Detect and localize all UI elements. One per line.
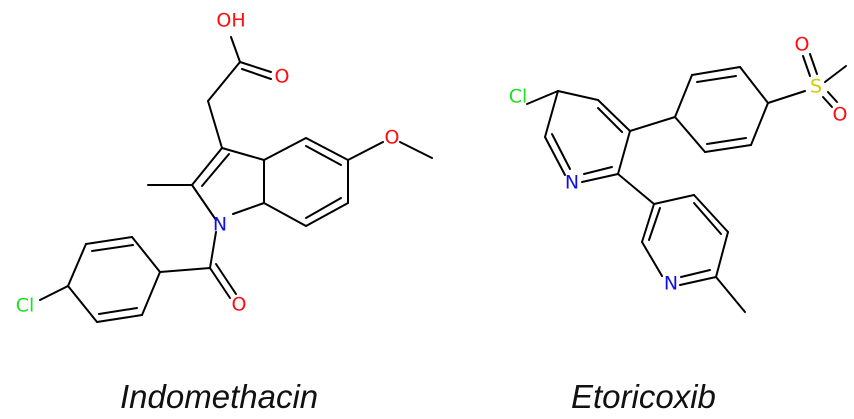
bond bbox=[653, 194, 695, 205]
etoricoxib-structure: Cl N N S O O bbox=[509, 34, 848, 313]
bond bbox=[141, 271, 161, 316]
bond bbox=[526, 90, 559, 105]
atom-label-o: O bbox=[385, 127, 400, 149]
bond bbox=[809, 53, 818, 75]
bond bbox=[67, 243, 87, 287]
bond bbox=[693, 202, 722, 235]
bond bbox=[232, 202, 265, 215]
bond bbox=[67, 285, 98, 323]
bond bbox=[641, 241, 663, 277]
atom-label-o: O bbox=[795, 34, 810, 56]
bond bbox=[617, 130, 631, 175]
bond bbox=[696, 75, 737, 83]
bond bbox=[85, 236, 133, 245]
bond bbox=[241, 68, 272, 80]
bond bbox=[96, 314, 143, 323]
bond bbox=[617, 173, 655, 205]
bond bbox=[39, 285, 69, 301]
bond bbox=[201, 153, 230, 187]
bond bbox=[551, 133, 571, 170]
indomethacin-structure: OH O O N O Cl bbox=[16, 10, 433, 323]
bond bbox=[706, 137, 747, 145]
bond bbox=[191, 184, 217, 221]
atom-label-n: N bbox=[664, 273, 678, 295]
bond bbox=[715, 276, 746, 313]
atom-label-cl: Cl bbox=[16, 295, 35, 317]
molecule-name-etoricoxib: Etoricoxib bbox=[571, 378, 716, 415]
bond bbox=[399, 141, 433, 159]
bond bbox=[91, 244, 134, 252]
bond bbox=[597, 99, 631, 132]
bond bbox=[239, 61, 272, 73]
bond bbox=[680, 269, 711, 278]
bond bbox=[583, 166, 613, 175]
bond bbox=[693, 194, 729, 233]
bond bbox=[544, 136, 566, 176]
bond bbox=[581, 173, 619, 183]
bond bbox=[305, 137, 349, 161]
bond bbox=[827, 91, 838, 103]
bond bbox=[263, 202, 307, 227]
bond bbox=[209, 231, 217, 269]
bond bbox=[209, 267, 231, 299]
bond bbox=[347, 141, 384, 161]
bond bbox=[822, 96, 833, 108]
atom-label-n: N bbox=[565, 172, 579, 194]
bond bbox=[629, 116, 676, 132]
bond bbox=[597, 107, 623, 133]
bond bbox=[802, 55, 811, 77]
bond bbox=[159, 267, 211, 273]
bond bbox=[207, 100, 223, 149]
bond bbox=[131, 236, 161, 273]
bond bbox=[544, 90, 559, 138]
bond bbox=[221, 147, 265, 161]
bond bbox=[679, 276, 717, 286]
bond bbox=[230, 36, 241, 63]
bond bbox=[215, 263, 237, 295]
bond bbox=[305, 145, 342, 166]
bond bbox=[674, 74, 693, 118]
atom-label-s: S bbox=[810, 76, 822, 98]
bond bbox=[305, 197, 342, 219]
bond bbox=[263, 137, 307, 161]
bond bbox=[704, 144, 752, 153]
bond bbox=[305, 202, 349, 227]
bond bbox=[739, 66, 769, 104]
atom-label-cl: Cl bbox=[509, 86, 528, 108]
molecule-name-indomethacin: Indomethacin bbox=[120, 378, 319, 415]
bond bbox=[207, 61, 241, 102]
bond bbox=[767, 90, 806, 104]
bond bbox=[691, 66, 741, 76]
bond bbox=[674, 116, 706, 153]
bond bbox=[191, 147, 223, 186]
atom-label-o: O bbox=[275, 66, 290, 88]
bond bbox=[557, 90, 599, 101]
bond bbox=[641, 203, 655, 243]
bond bbox=[715, 231, 729, 278]
bond bbox=[824, 65, 847, 83]
bond bbox=[98, 307, 138, 315]
atom-label-oh: OH bbox=[216, 10, 245, 32]
atom-label-o: O bbox=[833, 104, 848, 126]
bond bbox=[648, 207, 661, 241]
atom-label-o: O bbox=[232, 294, 247, 316]
atom-label-n: N bbox=[213, 214, 227, 236]
bond bbox=[750, 102, 769, 146]
